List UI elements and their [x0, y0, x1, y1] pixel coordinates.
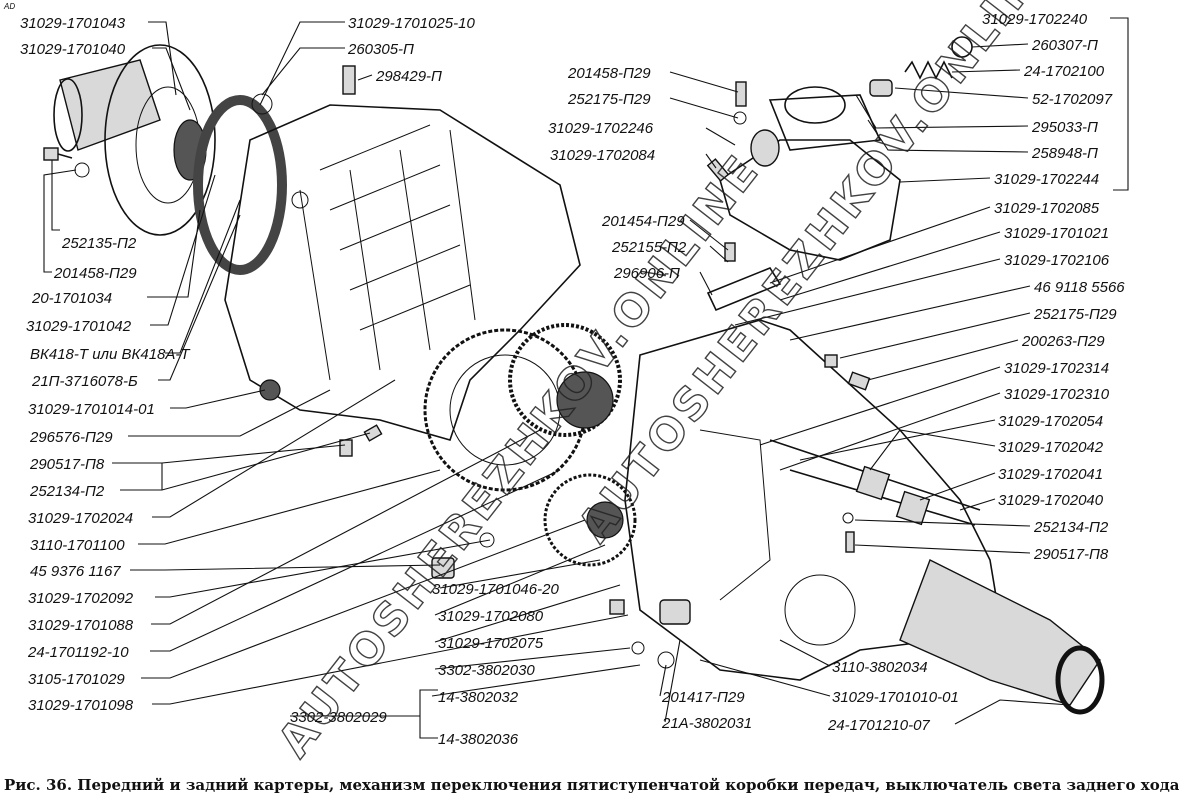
labels-left: 31029-1701043 31029-1701040 252135-П2 20… [20, 15, 191, 714]
part-label: 31029-1701025-10 [348, 15, 475, 32]
exploded-gearbox-diagram: AUTOSHEREZHKOV.ONLINE AUTOSHEREZHKOV.ONL… [20, 0, 1129, 767]
part-label: 252134-П2 [1033, 519, 1109, 536]
part-label: 201417-П29 [661, 689, 745, 706]
part-label: 200263-П29 [1021, 333, 1105, 350]
part-label: 252134-П2 [29, 483, 105, 500]
part-label: 3302-3802030 [438, 662, 535, 679]
part-label: 3105-1701029 [28, 671, 125, 688]
part-label: 252175-П29 [567, 91, 651, 108]
part-label: 252175-П29 [1033, 306, 1117, 323]
part-label: 258948-П [1031, 145, 1098, 162]
figure-caption: Рис. 36. Передний и задний картеры, меха… [4, 776, 1179, 794]
rear-extension [899, 559, 1101, 706]
front-housing [224, 104, 581, 441]
input-shaft-sleeve [59, 59, 161, 151]
part-label: 3302-3802029 [290, 709, 387, 726]
part-label: 31029-1702024 [28, 510, 133, 527]
part-label: 14-3802032 [438, 689, 519, 706]
part-label: 14-3802036 [438, 731, 519, 748]
part-label: 252135-П2 [61, 235, 137, 252]
input-shaft-end [53, 78, 83, 152]
part-label: 46 9118 5566 [1034, 279, 1125, 296]
corner-mark: AD [4, 2, 16, 11]
part-label: 296576-П29 [29, 429, 113, 446]
part-label: 31029-1701010-01 [832, 689, 959, 706]
part-label: 296906-П [613, 265, 680, 282]
part-label: 31029-1702314 [1004, 360, 1109, 377]
part-label: 31029-1702054 [998, 413, 1103, 430]
part-label: 21П-3716078-Б [31, 373, 138, 390]
part-label: 201458-П29 [53, 265, 137, 282]
part-label: 31029-1701043 [20, 15, 126, 32]
part-label: 20-1701034 [31, 290, 112, 307]
labels-right: 31029-1702240 260307-П 24-1702100 52-170… [982, 11, 1125, 563]
front-cover [104, 44, 216, 236]
part-label: 31029-1702246 [548, 120, 654, 137]
part-label: 260307-П [1031, 37, 1098, 54]
part-label: ВК418-Т или ВК418А-Т [30, 346, 191, 363]
shift-cover [719, 139, 901, 261]
part-label: 24-1701192-10 [27, 644, 129, 661]
part-label: 31029-1701088 [28, 617, 134, 634]
part-label: 295033-П [1031, 119, 1098, 136]
rear-seal [1055, 645, 1105, 715]
part-label: 21А-3802031 [661, 715, 752, 732]
part-label: 31029-1702106 [1004, 252, 1110, 269]
part-label: 31029-1702310 [1004, 386, 1110, 403]
part-label: 24-1702100 [1023, 63, 1105, 80]
part-label: 31029-1702080 [438, 608, 544, 625]
part-label: 260305-П [347, 41, 414, 58]
part-label: 45 9376 1167 [30, 563, 121, 580]
leader-lines [43, 17, 1129, 739]
part-label: 31029-1702240 [982, 11, 1088, 28]
part-label: 3110-3802034 [832, 659, 928, 676]
gearbox-drawing [43, 36, 1105, 715]
part-label: 290517-П8 [29, 456, 105, 473]
part-label: 31029-1701014-01 [28, 401, 155, 418]
part-label: 31029-1701098 [28, 697, 134, 714]
part-label: 31029-1702084 [550, 147, 655, 164]
part-label: 31029-1701042 [26, 318, 132, 335]
gear-synchro [508, 323, 622, 437]
part-label: 31029-1701021 [1004, 225, 1109, 242]
part-label: 31029-1701046-20 [432, 581, 559, 598]
part-label: 201454-П29 [601, 213, 685, 230]
part-label: 31029-1702092 [28, 590, 134, 607]
part-label: 31029-1702042 [998, 439, 1104, 456]
part-label: 201458-П29 [567, 65, 651, 82]
part-label: 31029-1702075 [438, 635, 544, 652]
labels-bottom: 31029-1701046-20 31029-1702080 31029-170… [290, 581, 959, 748]
cover-plate [706, 267, 782, 312]
front-gasket [193, 95, 287, 275]
part-label: 24-1701210-07 [827, 717, 930, 734]
part-label: 31029-1702040 [998, 492, 1104, 509]
part-label: 252155-П2 [611, 239, 687, 256]
spring [904, 60, 953, 80]
part-label: 31029-1702085 [994, 200, 1100, 217]
part-label: 290517-П8 [1033, 546, 1109, 563]
gear-lower [543, 473, 637, 567]
part-label: 52-1702097 [1032, 91, 1113, 108]
part-label: 3110-1701100 [30, 537, 125, 554]
part-label: 31029-1702041 [998, 466, 1103, 483]
labels-top: 31029-1701025-10 260305-П 298429-П 20145… [347, 15, 687, 282]
part-label: 31029-1702244 [994, 171, 1099, 188]
part-label: 298429-П [375, 68, 442, 85]
part-label: 31029-1701040 [20, 41, 126, 58]
